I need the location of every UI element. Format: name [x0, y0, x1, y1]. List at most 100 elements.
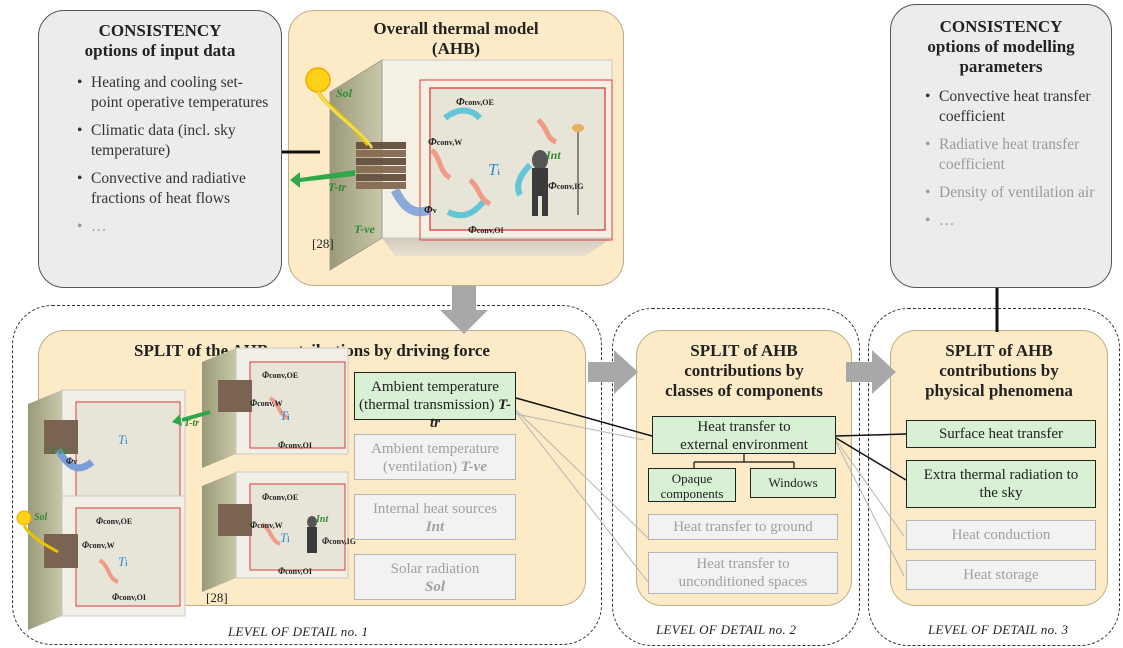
surface-heat-transfer-box: Surface heat transfer [906, 420, 1096, 448]
overall-room-illustration [290, 59, 613, 271]
level-2-title-line3: classes of components [665, 381, 823, 400]
l1-phi-ig: Φconv,IG [322, 536, 357, 546]
unconditioned-spaces-box: Heat transfer to unconditioned spaces [648, 552, 838, 594]
overall-citation: [28] [312, 236, 334, 251]
l1-ti-4: Ti [118, 554, 128, 569]
level-3-title-line1: SPLIT of AHB [945, 341, 1053, 360]
input-data-consistency-panel: CONSISTENCY options of input data Heatin… [38, 10, 282, 288]
modelling-params-title-line1: CONSISTENCY [939, 17, 1063, 36]
external-environment-box: Heat transfer to external environment [652, 416, 836, 454]
ground-label: Heat transfer to ground [673, 519, 813, 535]
modelling-params-item: Radiative heat transfer coefficient [925, 135, 1103, 175]
phi-conv-oi: Φconv,OI [468, 224, 504, 236]
modelling-params-title-line2: options of modelling [927, 37, 1075, 56]
level-3-title-line3: physical phenomena [925, 381, 1073, 400]
sol-box-line1: Solar radiation [390, 561, 480, 577]
tve-box-line2: (ventilation) T-ve [382, 459, 487, 475]
level-2-label: LEVEL OF DETAIL no. 2 [656, 622, 797, 637]
modelling-params-item: Density of ventilation air [925, 183, 1103, 203]
input-data-title-line1: CONSISTENCY [98, 21, 222, 40]
l1-phi-oi-1: Φconv,OI [278, 440, 313, 450]
modelling-params-title-line3: parameters [959, 57, 1043, 76]
level1-room-tve [28, 389, 211, 524]
opaque-components-box: Opaque components [648, 468, 736, 502]
level1-room-int [202, 471, 349, 592]
level-2-title-line1: SPLIT of AHB [690, 341, 798, 360]
modelling-params-item: Convective heat transfer coefficient [925, 87, 1103, 127]
driving-force-int-box: Internal heat sources Int [354, 494, 516, 540]
l1-tve-label: T-ve [50, 446, 68, 457]
opaque-line1: Opaque [671, 471, 713, 486]
phi-conv-w: Φconv,W [428, 136, 463, 148]
l1-ttr-label: T-tr [184, 418, 200, 429]
conduction-label: Heat conduction [951, 527, 1051, 543]
overall-model-title-line2: (AHB) [431, 39, 481, 58]
int-box-line1: Internal heat sources [372, 501, 498, 517]
arrow-level2-to-level3 [846, 350, 896, 394]
windows-box: Windows [750, 468, 836, 498]
input-data-item: … [77, 217, 271, 237]
heat-storage-box: Heat storage [906, 560, 1096, 590]
connector-external-to-surface [835, 433, 907, 437]
level1-citation: [28] [206, 590, 228, 605]
unconditioned-line1: Heat transfer to [696, 556, 790, 572]
l1-phi-oe-3: Φconv,OE [96, 516, 133, 526]
level-3-label: LEVEL OF DETAIL no. 3 [928, 622, 1069, 637]
driving-force-tve-box: Ambient temperature (ventilation) T-ve [354, 434, 516, 480]
int-label: Int [546, 148, 561, 162]
level-3-container [868, 308, 1120, 646]
input-data-item: Climatic data (incl. sky temperature) [77, 121, 271, 161]
l1-ti-2: Ti [118, 432, 128, 447]
level-1-label: LEVEL OF DETAIL no. 1 [228, 624, 369, 639]
unconditioned-line2: unconditioned spaces [678, 574, 808, 590]
connector-ttr-to-external [515, 397, 653, 437]
surface-label: Surface heat transfer [938, 426, 1064, 442]
connector-external-to-radiation [835, 437, 907, 481]
modelling-params-item: … [925, 211, 1103, 231]
sky-radiation-box: Extra thermal radiation to the sky [906, 460, 1096, 508]
l1-ti-3: Ti [280, 530, 290, 545]
l1-ti-1: Ti [280, 408, 290, 423]
sky-line1: Extra thermal radiation to [923, 467, 1079, 483]
driving-force-ttr-box: Ambient temperature (thermal transmissio… [354, 372, 516, 431]
external-box-line1: Heat transfer to [697, 419, 791, 435]
l1-phi-v: Φv [66, 456, 78, 466]
level-2-container [612, 308, 860, 646]
tve-box-line1: Ambient temperature [371, 441, 499, 457]
ttr-label: T-tr [328, 180, 347, 194]
opaque-line2: components [660, 486, 724, 501]
arrow-model-to-level1 [440, 286, 488, 334]
l1-int-label: Int [316, 514, 329, 525]
l1-phi-oi-3: Φconv,OI [112, 592, 147, 602]
arrow-level1-to-level2 [588, 350, 638, 394]
input-data-item: Convective and radiative fractions of he… [77, 169, 271, 209]
overall-model-title-line1: Overall thermal model [373, 19, 539, 38]
driving-force-sol-box: Solar radiation Sol [354, 554, 516, 600]
sol-box-line2: Sol [424, 579, 445, 595]
ttr-box-line1: Ambient temperature [371, 379, 499, 395]
ttr-box-line2: (thermal transmission) T-tr [359, 397, 511, 431]
l1-phi-oi-2: Φconv,OI [278, 566, 313, 576]
modelling-parameters-consistency-panel: CONSISTENCY options of modelling paramet… [890, 4, 1112, 288]
input-data-title-line2: options of input data [84, 41, 236, 60]
level-1-container [12, 305, 602, 645]
l1-phi-w-1: Φconv,W [250, 398, 283, 408]
phi-v: Φv [424, 204, 437, 216]
phi-conv-oe: Φconv,OE [456, 96, 494, 108]
tve-label: T-ve [354, 222, 375, 236]
windows-label: Windows [768, 475, 818, 490]
ti-label: Ti [488, 160, 500, 179]
l1-phi-w-3: Φconv,W [82, 540, 115, 550]
level1-room-sol [16, 495, 186, 630]
sol-label: Sol [336, 86, 353, 100]
l1-phi-w-2: Φconv,W [250, 520, 283, 530]
heat-conduction-box: Heat conduction [906, 520, 1096, 550]
l1-phi-oe-1: Φconv,OE [262, 370, 299, 380]
int-box-line2: Int [425, 519, 445, 535]
phi-conv-ig: Φconv,IG [548, 180, 584, 192]
l1-phi-oe-2: Φconv,OE [262, 492, 299, 502]
level-2-title-line2: contributions by [684, 361, 804, 380]
level-3-title-line2: contributions by [939, 361, 1059, 380]
storage-label: Heat storage [963, 567, 1039, 583]
